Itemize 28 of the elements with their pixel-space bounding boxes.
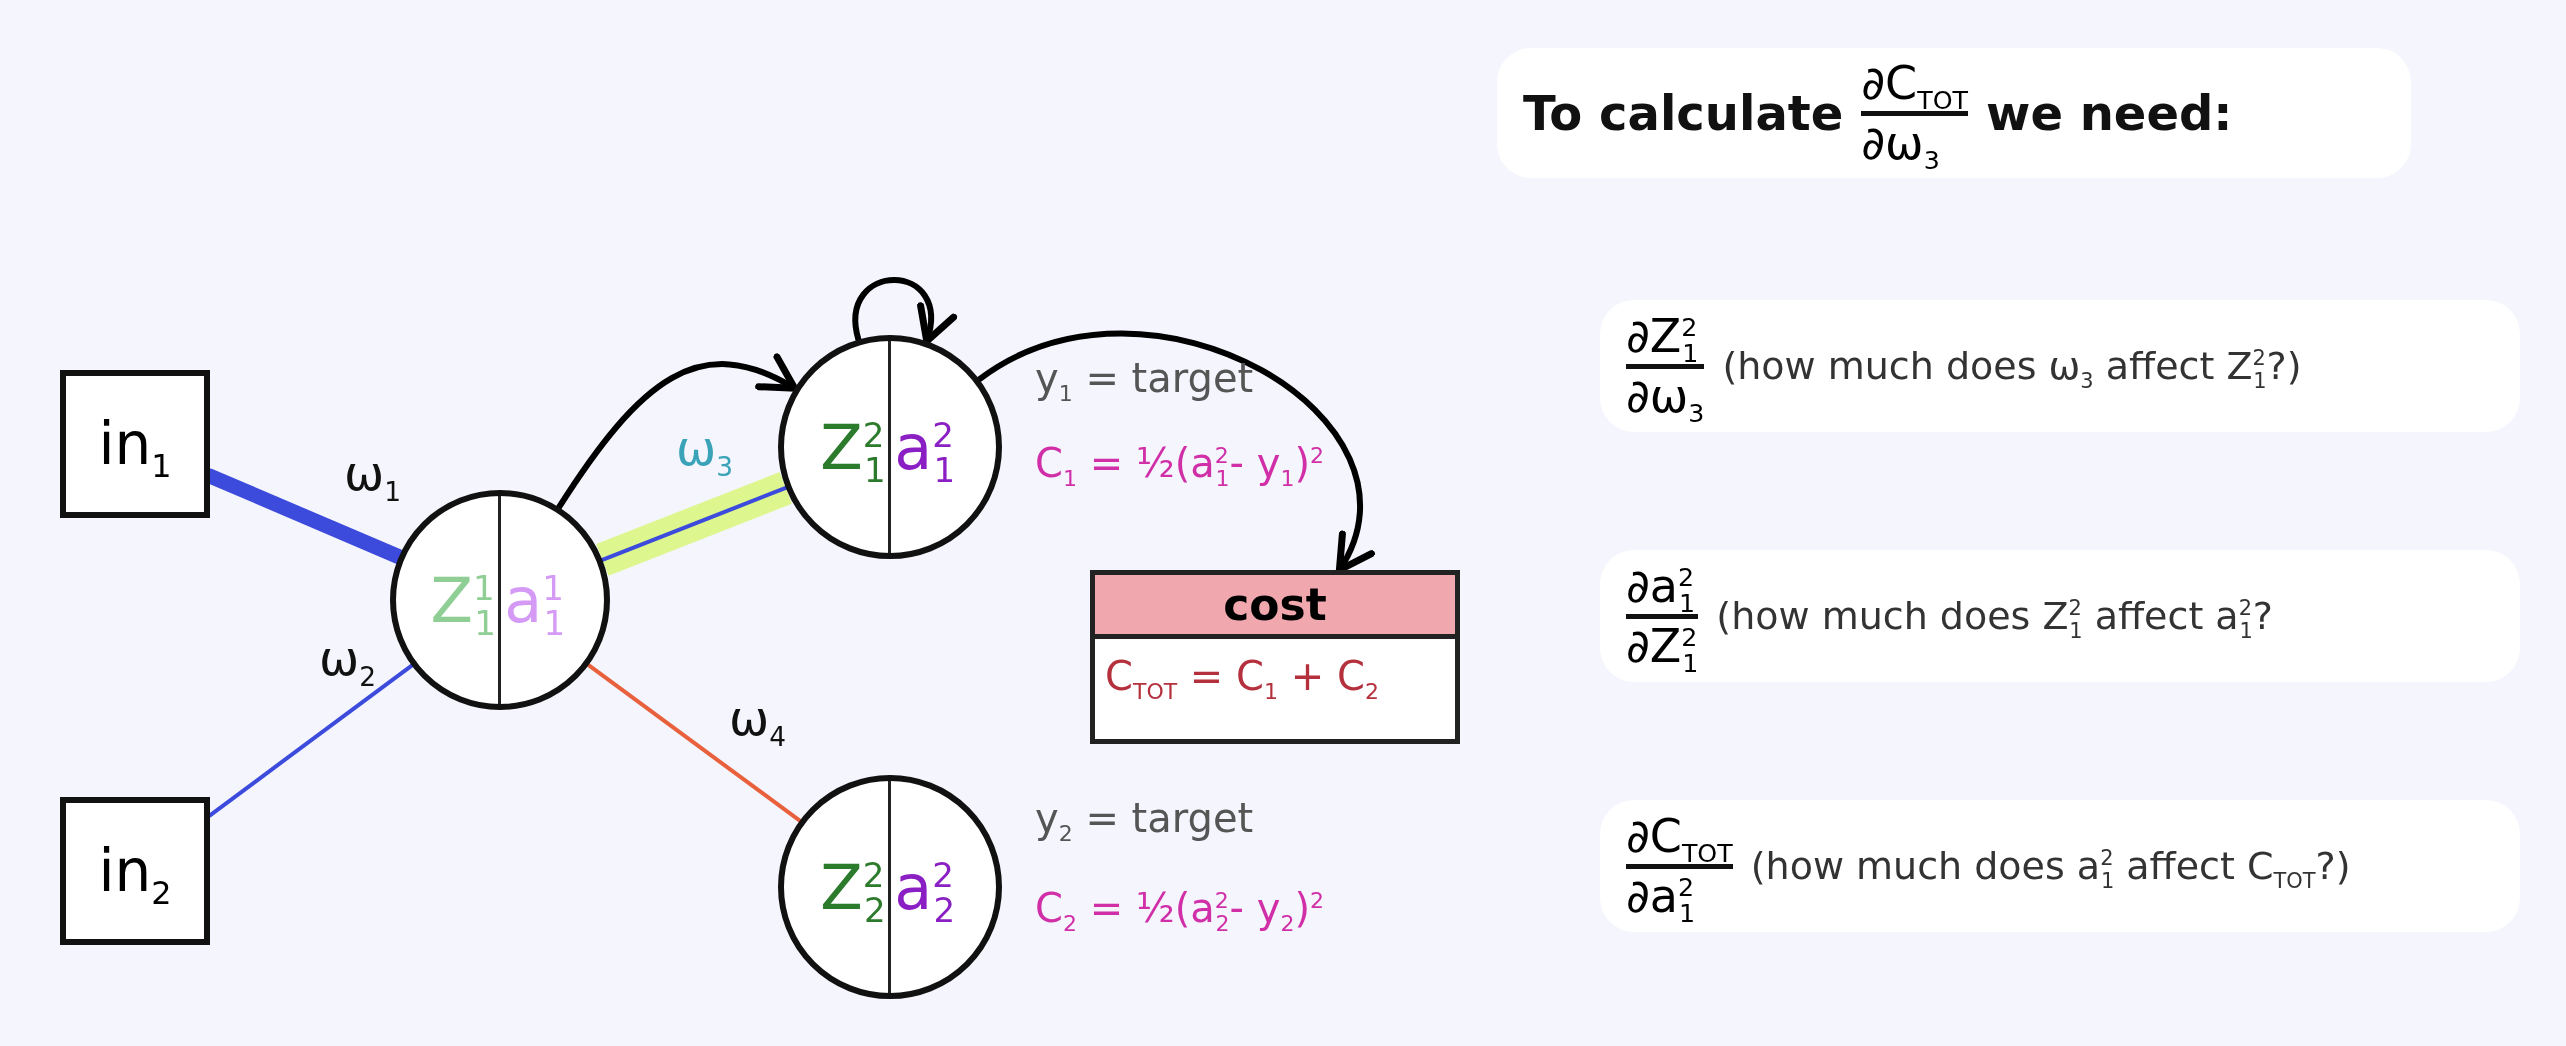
table-header: cost — [1095, 575, 1455, 639]
total-cost-formula: C$_{TOT}$ = C$_{1}$ + C$_{2}$ — [1104, 652, 1380, 706]
fraction-denominator: ∂ω$_{3}$ — [1626, 370, 1705, 422]
cost-formula: C$_{1}$ = ½(a$^{2}$$_{1}$- y$_{1}$)$^{2}$ — [1035, 440, 1325, 486]
input-box — [60, 797, 210, 945]
fraction-numerator: ∂C$_{TOT}$ — [1626, 810, 1733, 862]
fraction-numerator: ∂C$_{TOT}$ — [1861, 57, 1969, 109]
arrow — [556, 354, 799, 511]
target-note: y$_{1}$ = target — [1035, 355, 1254, 401]
input-label: in$_{2}$ — [98, 837, 172, 905]
fraction-denominator: ∂ω$_{3}$ — [1861, 117, 1940, 169]
cost-formula: C$_{2}$ = ½(a$^{2}$$_{2}$- y$_{2}$)$^{2}$ — [1035, 885, 1325, 931]
input-box — [60, 370, 210, 518]
heading-card — [1497, 48, 2411, 178]
derivative-card — [1600, 800, 2520, 932]
heading-text: To calculate — [1523, 85, 1844, 141]
question-text: (how much does ω$_{3}$ affect Z$^{2}$$_{1}$?) — [1722, 344, 2302, 388]
question-text: (how much does Z$^{2}$$_{1}$ affect a$^{2}$$_{1}$? — [1716, 594, 2273, 638]
connection-line — [586, 663, 802, 823]
target-note: y$_{2}$ = target — [1035, 795, 1254, 841]
connection-line — [600, 485, 788, 562]
cost-table — [1090, 570, 1460, 744]
question-text: (how much does a$^{2}$$_{1}$ affect C$_{TOT}$?) — [1750, 844, 2351, 888]
input-label: in$_{1}$ — [98, 410, 172, 478]
heading-text: we need: — [1986, 85, 2233, 141]
arrow — [852, 277, 955, 345]
derivative-card — [1600, 300, 2520, 432]
derivative-card — [1600, 550, 2520, 682]
